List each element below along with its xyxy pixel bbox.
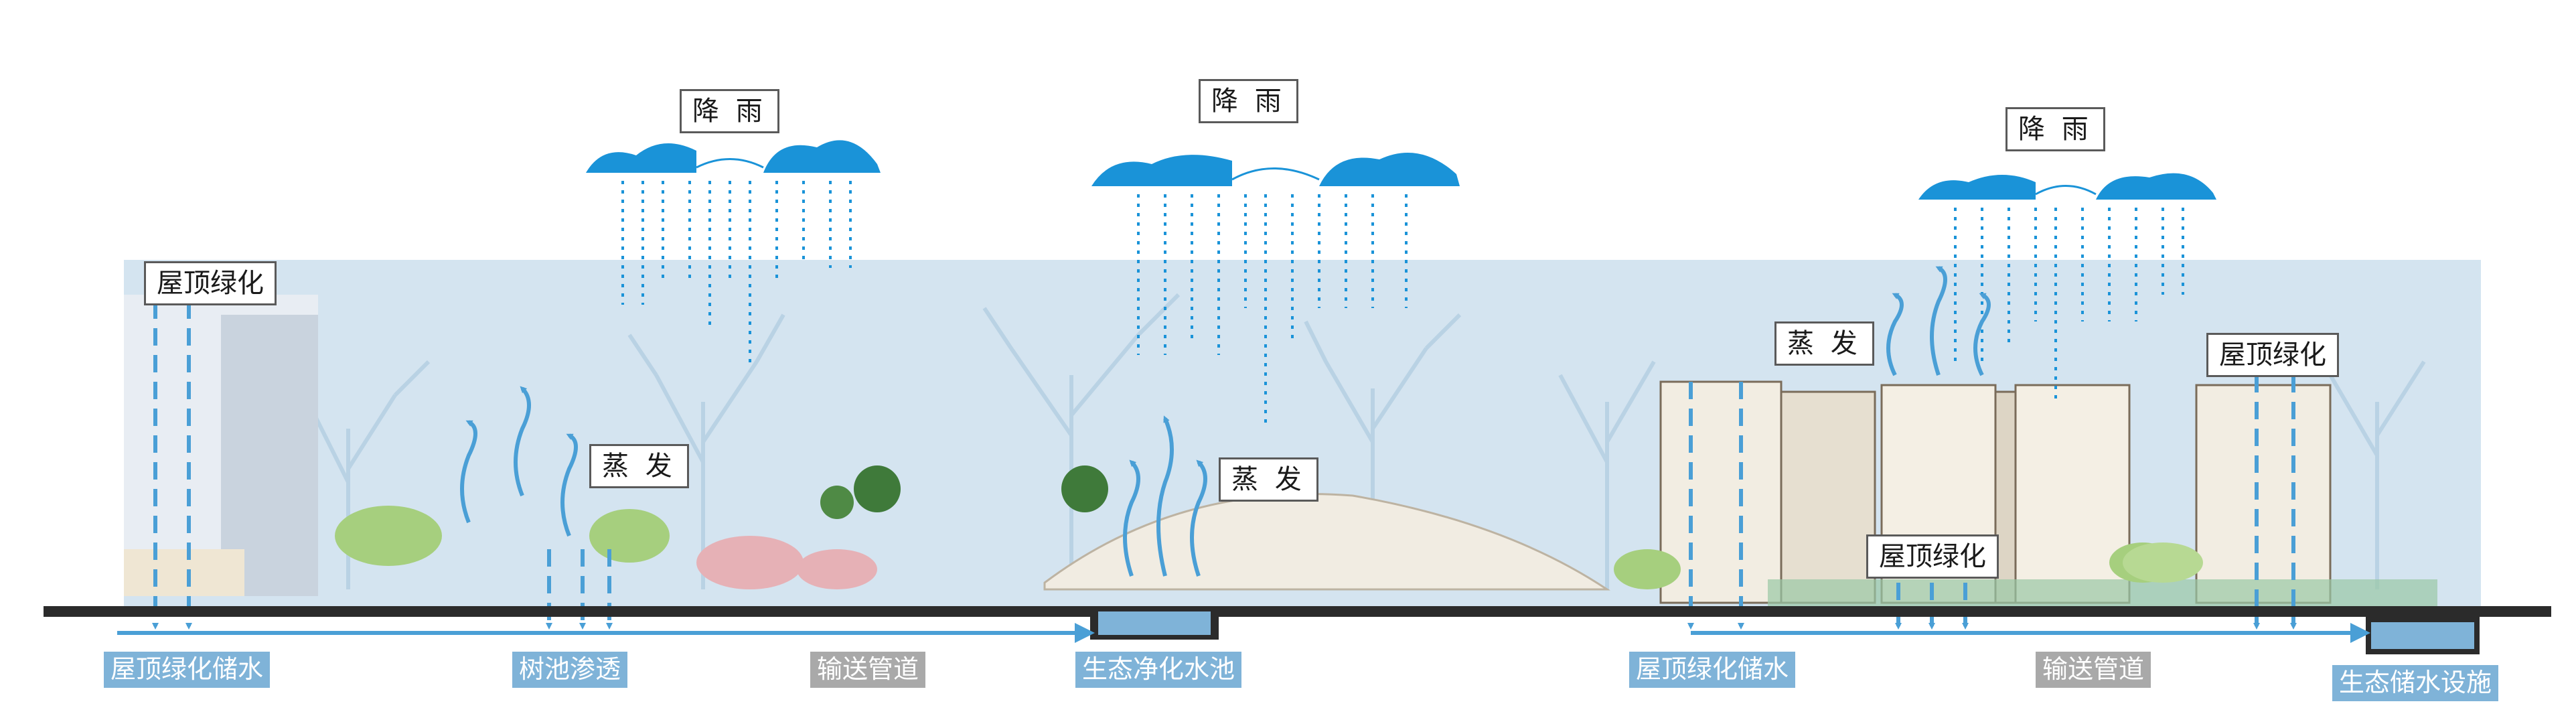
eco-pond bbox=[1090, 606, 1219, 640]
eco-storage-tank bbox=[2366, 617, 2480, 654]
roof-green-label-left: 屋顶绿化 bbox=[144, 261, 277, 305]
eco-storage-label: 生态储水设施 bbox=[2332, 665, 2499, 701]
rain-label-2: 降 雨 bbox=[1199, 79, 1298, 123]
evaporation-label-3: 蒸 发 bbox=[1774, 321, 1874, 366]
background-trees bbox=[286, 293, 2426, 589]
pipe-label-2: 输送管道 bbox=[2036, 652, 2151, 688]
eco-pond-label: 生态净化水池 bbox=[1075, 652, 1242, 688]
pipe-label-1: 输送管道 bbox=[810, 652, 926, 688]
rain-label-3: 降 雨 bbox=[2005, 107, 2105, 151]
evaporation-arrows bbox=[460, 266, 1991, 577]
ground-line bbox=[44, 606, 2551, 617]
right-buildings bbox=[1659, 380, 2437, 606]
rain-drops-3 bbox=[1954, 208, 2184, 402]
rain-label-1: 降 雨 bbox=[680, 89, 779, 133]
rain-cloud-1 bbox=[586, 140, 881, 173]
evaporation-label-1: 蒸 发 bbox=[589, 444, 689, 488]
roof-storage-label-left: 屋顶绿化储水 bbox=[104, 652, 271, 688]
roof-green-label-right: 屋顶绿化 bbox=[2206, 333, 2339, 377]
evaporation-label-2: 蒸 发 bbox=[1219, 457, 1318, 502]
central-dome bbox=[1043, 493, 1610, 591]
roof-storage-label-right: 屋顶绿化储水 bbox=[1629, 652, 1796, 688]
rain-cloud-3 bbox=[1918, 173, 2216, 200]
roof-green-label-center: 屋顶绿化 bbox=[1866, 534, 1999, 579]
rain-cloud-2 bbox=[1091, 152, 1460, 186]
left-tower bbox=[124, 295, 318, 596]
tree-pit-label: 树池渗透 bbox=[512, 652, 628, 688]
vegetation bbox=[335, 465, 2203, 589]
rain-drops-2 bbox=[1137, 194, 1408, 429]
rain-drops-1 bbox=[621, 181, 852, 368]
